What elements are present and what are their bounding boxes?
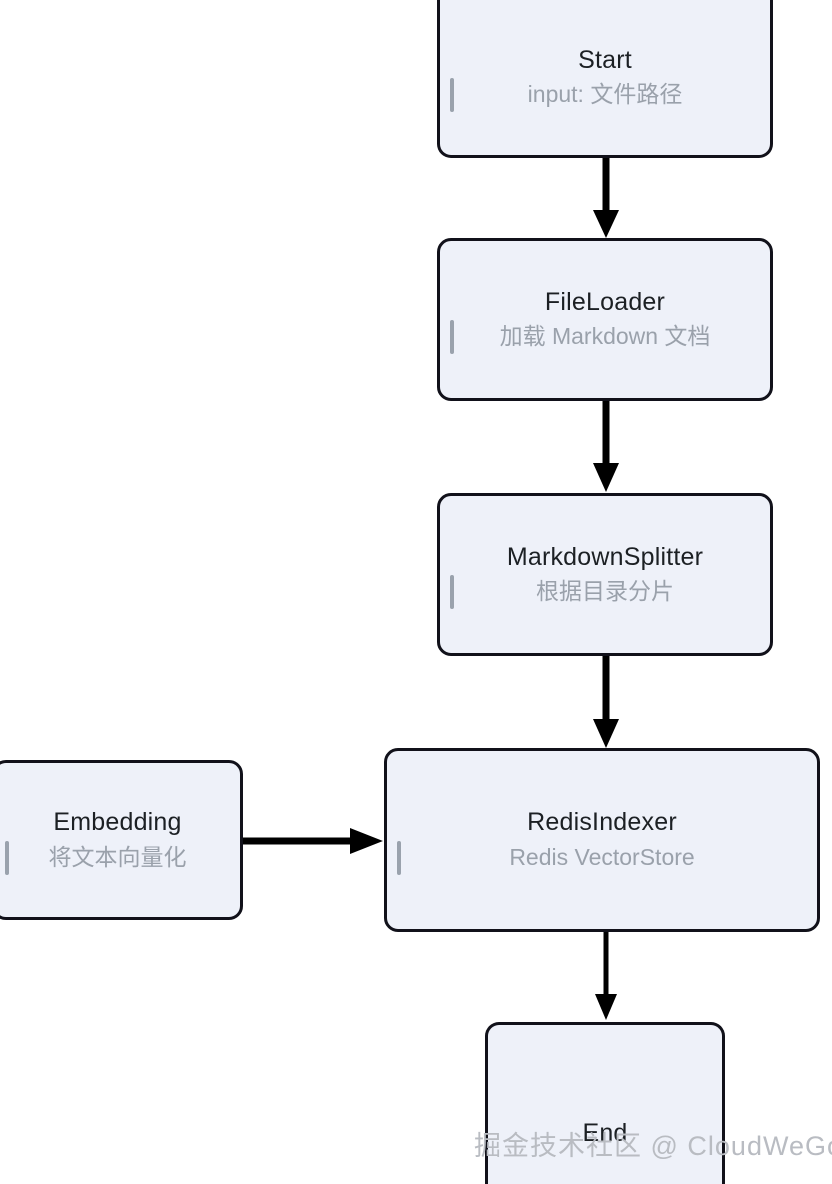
subtitle-bar-icon	[397, 840, 401, 875]
flow-node-end[interactable]: End	[485, 1022, 725, 1184]
node-subtitle-row: 将文本向量化	[0, 840, 240, 875]
node-subtitle: 根据目录分片	[536, 578, 674, 605]
flow-node-embedding[interactable]: Embedding 将文本向量化	[0, 760, 243, 920]
flow-node-redisindexer[interactable]: RedisIndexer Redis VectorStore	[384, 748, 820, 932]
node-subtitle-row: input: 文件路径	[440, 78, 770, 113]
node-title: Embedding	[53, 808, 182, 837]
subtitle-bar-icon	[450, 320, 454, 355]
node-title: RedisIndexer	[527, 808, 677, 837]
subtitle-bar-icon	[5, 840, 9, 875]
node-subtitle: 加载 Markdown 文档	[499, 323, 711, 350]
arrow-redisindexer-to-end	[591, 932, 621, 1024]
node-subtitle: input: 文件路径	[527, 81, 683, 108]
node-title: End	[582, 1118, 628, 1147]
node-subtitle-row: 根据目录分片	[440, 575, 770, 610]
node-title: FileLoader	[544, 287, 666, 316]
node-subtitle: 将文本向量化	[48, 843, 187, 870]
node-subtitle-row: Redis VectorStore	[387, 840, 817, 875]
arrow-start-to-fileloader	[588, 158, 624, 240]
arrow-embedding-to-redisindexer	[243, 823, 385, 859]
subtitle-bar-icon	[450, 575, 454, 610]
arrow-splitter-to-redisindexer	[588, 656, 624, 750]
flow-node-start[interactable]: Start input: 文件路径	[437, 0, 773, 158]
flow-node-fileloader[interactable]: FileLoader 加载 Markdown 文档	[437, 238, 773, 401]
node-subtitle: Redis VectorStore	[509, 843, 695, 870]
node-title: Start	[578, 45, 632, 74]
node-subtitle-row: 加载 Markdown 文档	[440, 320, 770, 355]
flow-node-markdownsplitter[interactable]: MarkdownSplitter 根据目录分片	[437, 493, 773, 656]
node-title: MarkdownSplitter	[506, 542, 704, 571]
subtitle-bar-icon	[450, 78, 454, 113]
arrow-fileloader-to-splitter	[588, 401, 624, 494]
